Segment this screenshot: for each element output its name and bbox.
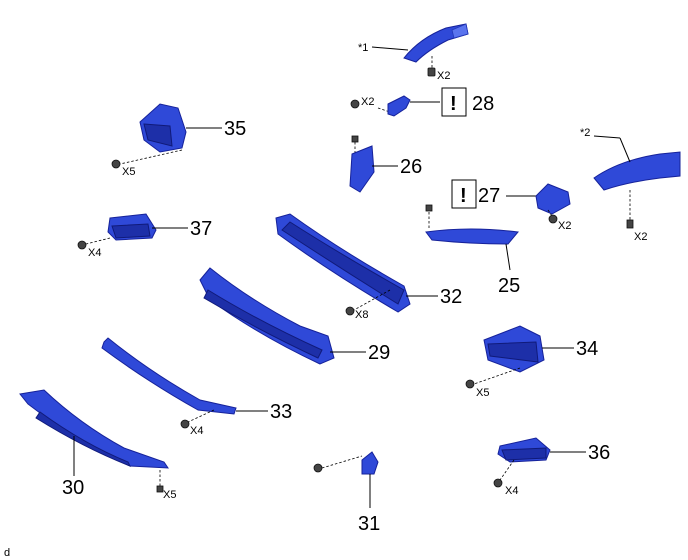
qty-label: X2: [558, 220, 571, 232]
part-number-30: 30: [62, 477, 84, 499]
svg-text:!: !: [460, 185, 467, 207]
note-star-1: *1: [358, 42, 368, 54]
seal-25: [425, 228, 519, 245]
screw-icon: [350, 99, 360, 109]
part-number-27: 27: [478, 185, 500, 207]
part-number-34: 34: [576, 338, 598, 360]
part-number-36: 36: [588, 442, 610, 464]
caution-icon: !: [451, 179, 477, 209]
qty-label: X4: [88, 247, 101, 259]
qty-label: X8: [355, 309, 368, 321]
part-number-33: 33: [270, 401, 292, 423]
absorber-29: [199, 267, 335, 365]
screw-icon: [156, 485, 164, 493]
bracket-28: [387, 95, 411, 117]
fender-piece-2: [593, 151, 681, 191]
qty-label: X2: [634, 231, 647, 243]
duct-34: [483, 325, 545, 373]
screw-icon: [345, 306, 355, 316]
part-number-35: 35: [224, 118, 246, 140]
screw-icon: [111, 159, 121, 169]
note-star-2: *2: [580, 127, 590, 139]
qty-label: X5: [122, 166, 135, 178]
part-number-37: 37: [190, 218, 212, 240]
screw-icon: [425, 204, 433, 212]
screw-icon: [427, 67, 436, 77]
caution-icon: !: [441, 87, 467, 117]
qty-label: X2: [437, 70, 450, 82]
fender-piece-1: [403, 23, 469, 63]
qty-label: X5: [476, 387, 489, 399]
screw-icon: [351, 135, 359, 143]
part-number-31: 31: [358, 513, 380, 535]
duct-37: [107, 213, 157, 241]
reinforcement-32: [275, 213, 411, 313]
bracket-27: [535, 183, 571, 215]
screw-icon: [180, 419, 190, 429]
part-number-28: 28: [472, 93, 494, 115]
screw-icon: [313, 463, 323, 473]
retainer-30: [19, 389, 169, 469]
part-number-25: 25: [498, 275, 520, 297]
qty-label: X4: [190, 425, 203, 437]
bracket-26: [349, 145, 375, 193]
screw-icon: [548, 214, 558, 224]
screw-icon: [626, 219, 634, 229]
duct-35: [139, 103, 187, 153]
screw-icon: [493, 478, 503, 488]
screw-icon: [77, 240, 87, 250]
retainer-33: [101, 337, 237, 415]
svg-text:!: !: [450, 93, 457, 115]
part-number-29: 29: [368, 342, 390, 364]
qty-label: X5: [163, 489, 176, 501]
duct-36: [497, 437, 551, 463]
corner-label: d: [4, 547, 10, 559]
part-number-32: 32: [440, 286, 462, 308]
screw-icon: [465, 379, 475, 389]
part-number-26: 26: [400, 156, 422, 178]
qty-label: X2: [361, 96, 374, 108]
qty-label: X4: [505, 485, 518, 497]
bracket-31: [361, 451, 379, 475]
